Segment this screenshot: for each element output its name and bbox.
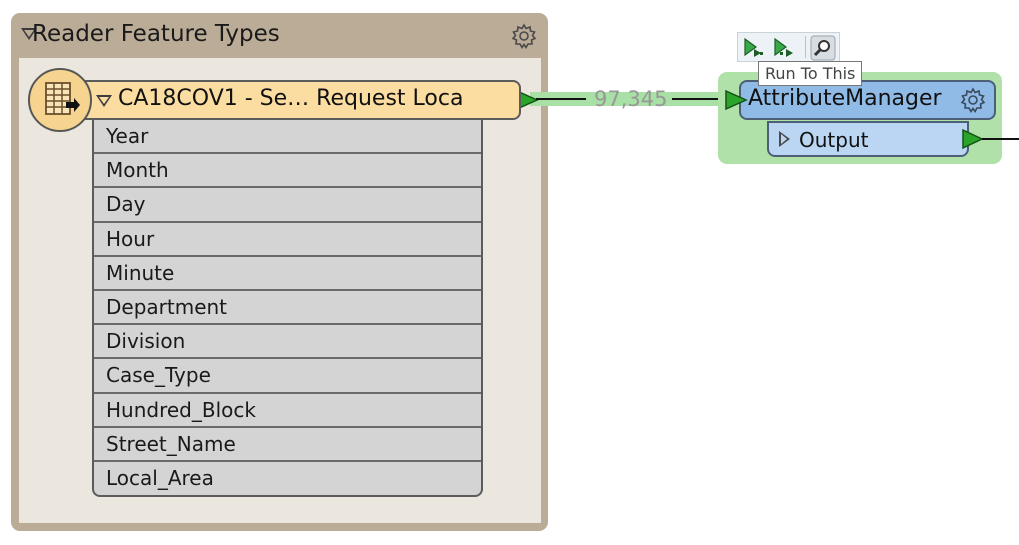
attribute-row[interactable]: Local_Area <box>106 465 214 490</box>
tooltip: Run To This <box>758 61 863 86</box>
output-port-arrow-icon[interactable] <box>961 128 985 150</box>
attribute-row[interactable]: Day <box>94 188 481 223</box>
connection-highlight <box>530 92 745 106</box>
bookmark-title: Reader Feature Types <box>32 21 280 47</box>
attribute-row[interactable]: Month <box>94 154 481 189</box>
feature-count: 97,345 <box>594 87 668 111</box>
attribute-row[interactable]: Case_Type <box>94 359 481 394</box>
connection-line[interactable] <box>982 138 1019 140</box>
connection-line[interactable] <box>536 98 586 100</box>
toolbar-separator <box>805 36 806 58</box>
magnifier-icon[interactable] <box>810 35 836 61</box>
input-port-arrow-icon[interactable] <box>724 89 750 111</box>
expand-triangle-icon[interactable] <box>96 95 112 107</box>
gear-icon[interactable] <box>510 22 538 50</box>
attributemanager-transformer[interactable] <box>739 80 996 120</box>
attribute-row[interactable]: Street_Name <box>94 428 481 462</box>
output-port-label: Output <box>799 128 869 152</box>
gear-icon[interactable] <box>959 86 987 114</box>
reader-feature-type-header[interactable] <box>75 80 521 120</box>
output-port[interactable] <box>767 121 969 157</box>
output-expand-triangle-icon[interactable] <box>779 131 790 147</box>
attribute-row[interactable]: Minute <box>94 257 481 291</box>
table-reader-icon[interactable] <box>28 68 92 132</box>
transformer-name: AttributeManager <box>748 86 942 111</box>
attribute-row[interactable]: Hundred_Block <box>94 394 481 428</box>
attribute-row[interactable]: Year <box>94 120 481 155</box>
attribute-row[interactable]: Department <box>94 291 481 326</box>
attribute-row[interactable]: Hour <box>94 223 481 257</box>
run-from-this-icon[interactable] <box>771 35 797 61</box>
reader-feature-type-name: CA18COV1 - Se… Request Loca <box>118 86 464 111</box>
run-to-this-icon[interactable] <box>741 35 767 61</box>
collapse-triangle-icon[interactable] <box>21 28 37 40</box>
connection-line[interactable] <box>672 98 734 100</box>
attribute-row[interactable]: Division <box>94 325 481 360</box>
